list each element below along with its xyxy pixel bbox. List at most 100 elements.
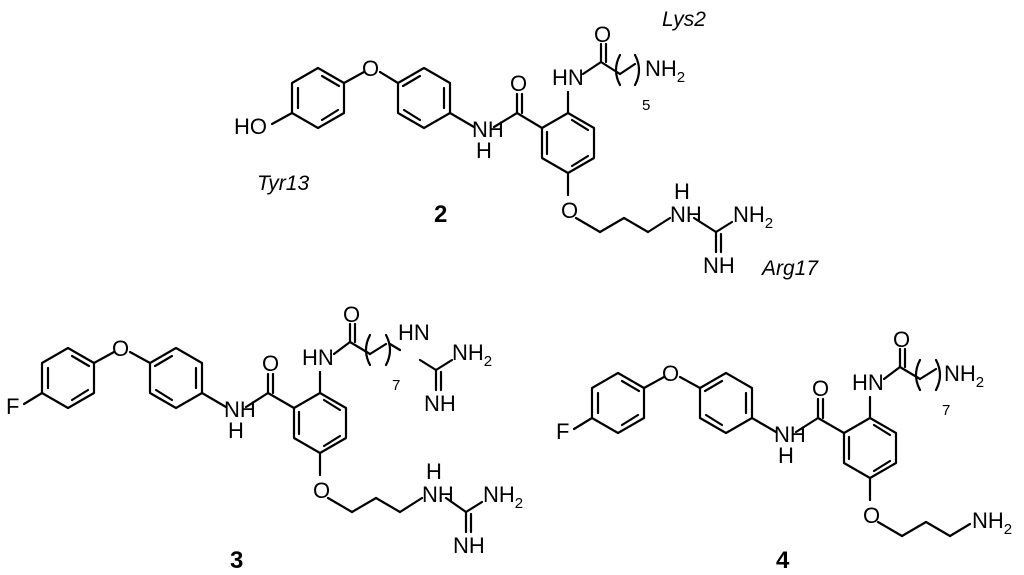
- c2-guan-nh-label: NH: [670, 202, 702, 227]
- c4-chain-a: [876, 520, 904, 538]
- c3-alkoxy-o-label: O: [313, 478, 330, 503]
- c2-amine-label: NH2: [645, 56, 685, 86]
- c3-guan2-nh2-bond: [464, 500, 484, 514]
- c2-ringB-dbl3: [402, 108, 422, 122]
- c3-amide-o-label: O: [262, 351, 279, 376]
- c4-fluorophenyl-ring: [590, 371, 646, 435]
- c2-chain-b: [598, 216, 626, 234]
- c4-f-bond: [572, 416, 594, 431]
- c2-amide-o-label: O: [510, 71, 527, 96]
- c4-paren-close: [934, 358, 942, 392]
- c3-amide-ring-bond: [266, 391, 296, 410]
- c3-chain-c: [374, 496, 402, 514]
- c3-amide-h-label: H: [228, 418, 244, 443]
- c4-nh-bond-2: [794, 416, 820, 434]
- c4-chain-c: [924, 520, 952, 538]
- c4-amide-o-label: O: [812, 376, 829, 401]
- c3-ether-o-label: O: [112, 336, 129, 361]
- c2-acyl-o-label: O: [594, 22, 611, 47]
- c3-ringA-dbl2: [70, 388, 90, 402]
- c3-guan2-bond: [444, 496, 468, 514]
- c4-amide-ring-bond: [816, 416, 846, 435]
- c2-chain-d: [646, 216, 672, 234]
- c4-chain-2: [918, 367, 938, 381]
- c2-nh-bond-2: [492, 111, 519, 129]
- c2-amide-nh-label: NH: [472, 117, 504, 142]
- c4-chain-b: [900, 520, 928, 538]
- c4-ring-b: [698, 371, 754, 435]
- c3-guan1-nh2-bond: [434, 358, 454, 372]
- c4-acyl-o-label: O: [893, 327, 910, 352]
- c2-guan-imine-label: NH: [703, 253, 735, 278]
- c4-compound-number: 4: [776, 547, 790, 574]
- c3-compound-number: 3: [230, 547, 243, 574]
- c4-ether-o-label: O: [662, 361, 679, 386]
- c2-hydroxy-label: HO: [234, 114, 267, 139]
- c4-amide-nh-label: NH: [774, 422, 806, 447]
- c2-paren-close: [633, 53, 641, 87]
- c4-ringC-dbl2: [872, 423, 892, 437]
- c2-chain-repeat: 5: [642, 97, 650, 114]
- c2-residue-label-2: Lys2: [662, 8, 706, 31]
- c4-nh-bond-1: [750, 416, 778, 434]
- c2-ringC-dbl3: [570, 154, 590, 168]
- c3-ringA-dbl1: [70, 354, 91, 368]
- c3-guan1-bond: [418, 358, 438, 372]
- c3-chain-d: [398, 496, 424, 514]
- c2-ringA-dbl2: [320, 108, 340, 122]
- c4-ringB-dbl3: [704, 413, 724, 427]
- c2-phenol-ring: [290, 66, 346, 130]
- c4-acyl-bond: [882, 365, 902, 381]
- c3-acyl-bond: [332, 340, 352, 356]
- c3-guan1-imine-label: NH: [424, 391, 456, 416]
- c2-ringC-dbl2: [570, 118, 590, 132]
- c3-paren-open: [364, 333, 372, 367]
- c3-chain-a: [326, 496, 354, 514]
- c4-paren-open: [914, 358, 922, 392]
- c3-f-bond: [22, 391, 44, 406]
- c3-ringB-dbl3: [154, 388, 174, 402]
- c3-chain-repeat: 7: [392, 377, 400, 394]
- c2-ho-bond: [270, 111, 294, 126]
- c2-ring-c: [540, 111, 596, 175]
- c2-chain-2: [618, 62, 637, 76]
- c3-guan2-nh2-label: NH2: [483, 482, 523, 512]
- c4-ether-bond-1: [642, 375, 666, 390]
- c4-ringC-dbl3: [872, 459, 892, 473]
- c2-ether-bond-2: [378, 70, 400, 85]
- c3-ring-c: [292, 391, 348, 455]
- c2-alkoxy-o-label: O: [561, 198, 578, 223]
- c2-guan-nh2-label: NH2: [733, 202, 773, 232]
- c4-ring-c: [842, 416, 898, 480]
- c3-ringB-dbl1: [153, 354, 174, 368]
- c2-ring-b: [396, 66, 452, 130]
- c4-ringB-dbl1: [703, 379, 724, 393]
- c2-chain-c: [622, 216, 650, 234]
- c2-aryl-nh-label: HN: [552, 65, 584, 90]
- c4-amide-h-label: H: [778, 443, 794, 468]
- c4-aryl-nh-label: HN: [852, 370, 884, 395]
- c3-aryl-nh-label: HN: [302, 345, 334, 370]
- c4-chain-repeat: 7: [942, 402, 950, 419]
- c2-ether-o-label: O: [362, 56, 379, 81]
- c2-ether-bond-1: [342, 70, 366, 85]
- c3-ring-b: [148, 346, 204, 410]
- c2-guan-bond: [692, 216, 718, 234]
- c2-acyl-bond: [581, 60, 603, 76]
- c3-ringC-dbl2: [322, 398, 342, 412]
- c4-ringA-dbl1: [620, 379, 641, 393]
- c4-term-amine-label: NH2: [972, 508, 1012, 538]
- c3-fluoro-label: F: [6, 394, 19, 419]
- c4-ether-bond-2: [678, 375, 702, 390]
- c2-compound-number: 2: [434, 201, 447, 228]
- c3-amide-nh-label: NH: [224, 397, 256, 422]
- c2-guan-nh2-bond: [714, 220, 734, 234]
- c3-guan1-nh-label: HN: [398, 320, 430, 345]
- c2-chain-a: [574, 216, 602, 234]
- c3-ether-bond-1: [92, 350, 116, 365]
- c3-chain-3: [388, 342, 402, 352]
- c3-guan1-nh2-label: NH2: [452, 340, 492, 370]
- c2-amide-ring-bond: [515, 111, 544, 130]
- c4-amine-label: NH2: [944, 361, 984, 391]
- c3-ether-bond-2: [128, 350, 152, 365]
